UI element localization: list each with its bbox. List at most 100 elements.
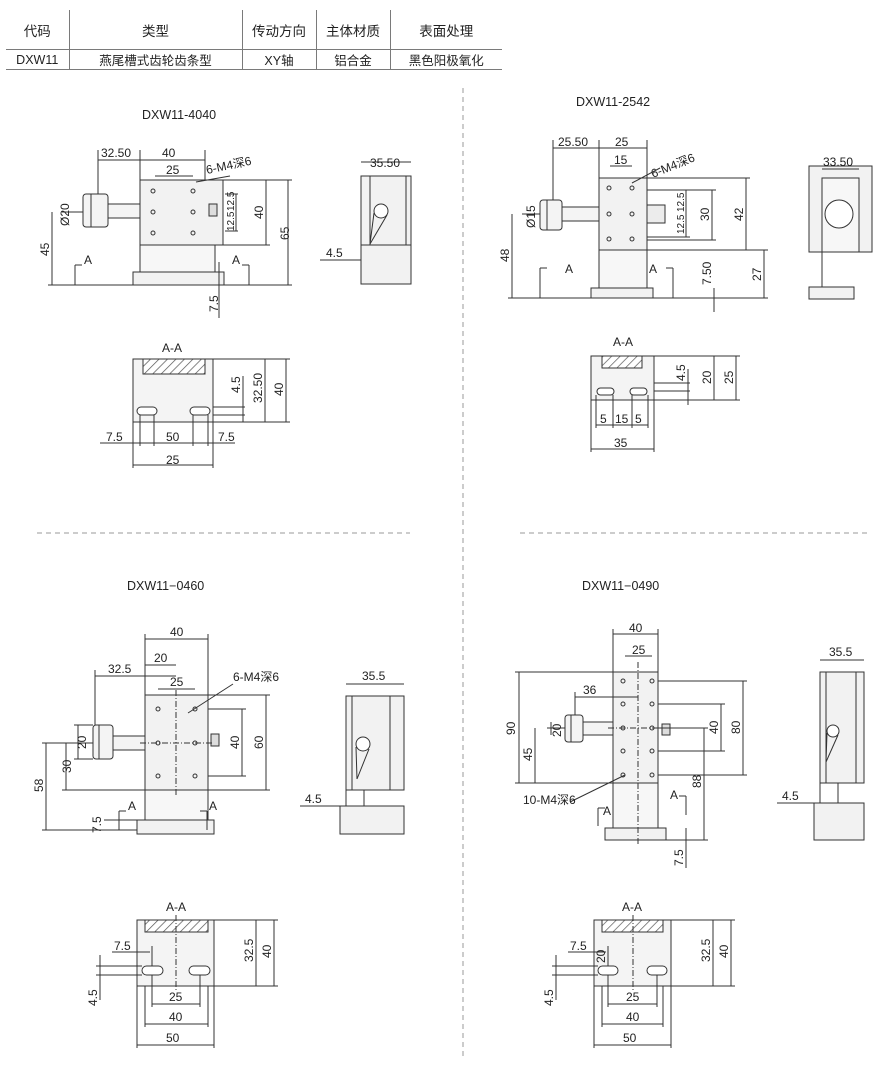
header-type: 类型 <box>68 10 243 50</box>
section-label-0460: A-A <box>166 900 186 914</box>
dim-0460-a-right: A <box>209 799 217 813</box>
dim-0460-58: 58 <box>32 778 46 792</box>
dim-2542-33-50: 33.50 <box>823 155 853 169</box>
dim-0490-80: 80 <box>729 720 743 734</box>
sec-4040-25: 25 <box>166 453 180 467</box>
dim-0460-4-5: 4.5 <box>305 792 322 806</box>
dim-4040-dia20: Ø20 <box>58 203 72 226</box>
sec-4040-40: 40 <box>272 382 286 396</box>
front-view-2542 <box>539 177 666 299</box>
dim-0460-40: 40 <box>170 625 184 639</box>
dims-2542 <box>508 140 768 312</box>
sec-0490-32-5: 32.5 <box>699 938 713 962</box>
dims-0460 <box>42 634 270 831</box>
dim-2542-42: 42 <box>732 207 746 221</box>
dim-2542-25: 25 <box>615 135 629 149</box>
dim-4040-40: 40 <box>162 146 176 160</box>
dim-0490-20: 20 <box>550 723 564 737</box>
sec-4040-4-5: 4.5 <box>229 376 243 393</box>
sec-0460-7-5: 7.5 <box>114 939 131 953</box>
dim-0490-36: 36 <box>583 683 597 697</box>
sec-0490-40: 40 <box>626 1010 640 1024</box>
dim-0490-a-right: A <box>670 788 678 802</box>
title-dxw11-0460: DXW11−0460 <box>127 579 205 593</box>
sec-0460-25: 25 <box>169 990 183 1004</box>
sec-0490-7-5: 7.5 <box>570 939 587 953</box>
dim-0460-7-5: 7.5 <box>90 816 104 833</box>
sec-2542-20: 20 <box>700 370 714 384</box>
cell-code: DXW11 <box>6 49 70 70</box>
dim-4040-a-right: A <box>232 253 240 267</box>
dim-4040-40-v: 40 <box>252 205 266 219</box>
spec-header-row: 代码 类型 传动方向 主体材质 表面处理 <box>6 10 502 50</box>
dim-2542-7-50: 7.50 <box>700 261 714 285</box>
dim-0490-25: 25 <box>632 643 646 657</box>
dim-4040-7-5: 7.5 <box>207 295 221 312</box>
separators <box>37 88 870 1060</box>
dim-2542-30: 30 <box>698 207 712 221</box>
dim-2542-a-right: A <box>649 262 657 276</box>
sec-0490-25: 25 <box>626 990 640 1004</box>
sec-0460-50: 50 <box>166 1031 180 1045</box>
dim-2542-48: 48 <box>498 248 512 262</box>
section-label-4040: A-A <box>162 341 182 355</box>
title-dxw11-2542: DXW11-2542 <box>576 95 651 109</box>
dim-2542-27: 27 <box>750 267 764 281</box>
dim-4040-35-50: 35.50 <box>370 156 400 170</box>
sec-0490-40-v: 40 <box>717 944 731 958</box>
dim-4040-45: 45 <box>38 242 52 256</box>
dim-0490-88: 88 <box>690 774 704 788</box>
dim-2542-dia15: Ø15 <box>524 205 538 228</box>
dim-0460-20: 20 <box>154 651 168 665</box>
title-dxw11-4040: DXW11-4040 <box>142 108 217 122</box>
section-0490 <box>552 915 735 1048</box>
sec-2542-15: 15 <box>615 412 629 426</box>
cell-type: 燕尾槽式齿轮齿条型 <box>68 49 243 70</box>
dim-0460-6-m4: 6-M4深6 <box>233 670 279 684</box>
header-code: 代码 <box>6 10 70 50</box>
side-view-4040 <box>320 161 412 285</box>
dims-0490 <box>515 629 747 868</box>
sec-2542-5-left: 5 <box>600 412 607 426</box>
side-view-2542 <box>808 165 873 300</box>
dim-2542-12-5b: 12.5 <box>676 214 687 234</box>
dim-2542-15: 15 <box>614 153 628 167</box>
sec-0490-4-5: 4.5 <box>542 989 556 1006</box>
dim-0490-40: 40 <box>629 621 643 635</box>
sec-2542-25: 25 <box>722 370 736 384</box>
section-label-0490: A-A <box>622 900 642 914</box>
sec-4040-50: 50 <box>166 430 180 444</box>
dim-4040-25: 25 <box>166 163 180 177</box>
dim-4040-12-5b: 12.5 <box>226 211 237 231</box>
header-finish: 表面处理 <box>389 10 502 50</box>
drawing-dxw11-2542 <box>508 140 873 452</box>
sec-4040-32-50: 32.50 <box>251 373 265 403</box>
cell-direction: XY轴 <box>241 49 317 70</box>
spec-table: 代码 类型 传动方向 主体材质 表面处理 DXW11 燕尾槽式齿轮齿条型 XY轴… <box>6 10 502 70</box>
side-view-0490 <box>777 659 865 841</box>
dim-0460-40-v: 40 <box>228 735 242 749</box>
dim-2542-6-m4: 6-M4深6 <box>649 150 697 180</box>
dim-0490-40-v: 40 <box>707 720 721 734</box>
section-2542 <box>590 355 740 452</box>
sec-0460-32-5: 32.5 <box>242 938 256 962</box>
cell-material: 铝合金 <box>315 49 391 70</box>
dim-4040-12-5a: 12.5 <box>226 191 237 211</box>
dim-0460-25: 25 <box>170 675 184 689</box>
dim-0490-45: 45 <box>521 747 535 761</box>
dim-2542-25-50: 25.50 <box>558 135 588 149</box>
dim-0490-35-5: 35.5 <box>829 645 853 659</box>
labels-0460: 40 32.5 20 25 6-M4深6 20 30 40 60 58 A A … <box>32 625 386 1045</box>
section-label-2542: A-A <box>613 335 633 349</box>
sec-4040-7-5-left: 7.5 <box>106 430 123 444</box>
dim-0490-10-m4: 10-M4深6 <box>523 793 576 807</box>
front-view-4040 <box>82 179 225 286</box>
sec-0460-4-5: 4.5 <box>86 989 100 1006</box>
section-4040 <box>100 358 290 468</box>
dim-0460-30: 30 <box>60 759 74 773</box>
sec-4040-7-5-right: 7.5 <box>218 430 235 444</box>
front-view-0490 <box>564 662 671 845</box>
dim-0490-4-5: 4.5 <box>782 789 799 803</box>
sec-2542-35: 35 <box>614 436 628 450</box>
